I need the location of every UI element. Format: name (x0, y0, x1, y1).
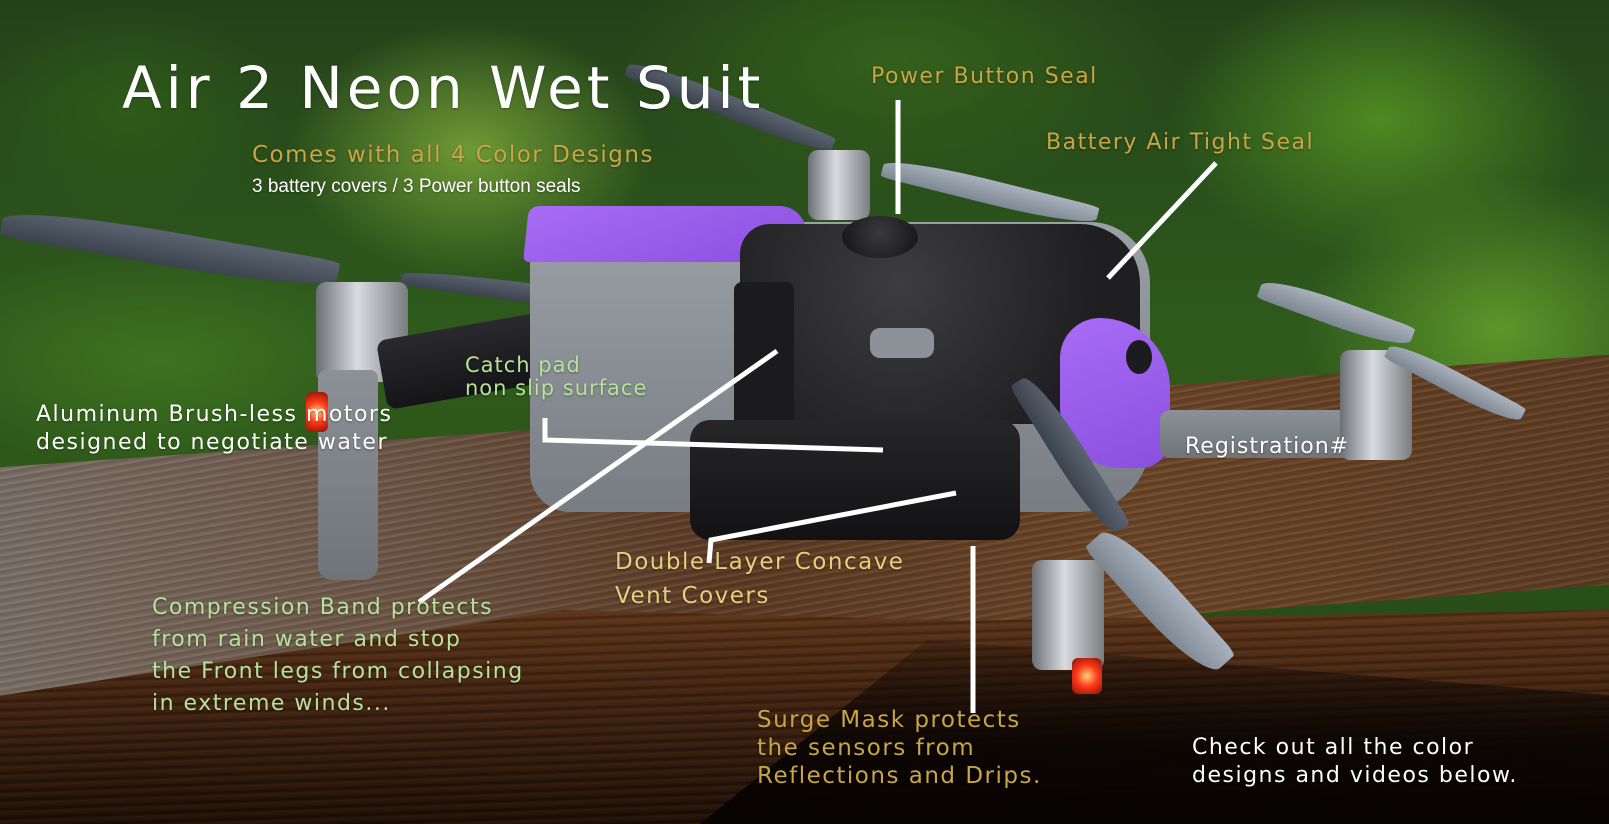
compression-band (734, 282, 794, 442)
subtitle: Comes with all 4 Color Designs (252, 142, 654, 168)
label-motors: Aluminum Brush-less motors designed to n… (36, 402, 393, 455)
vent-slot (870, 328, 934, 358)
footer-cta: Check out all the color designs and vide… (1192, 735, 1518, 788)
rear-propeller-right (880, 153, 1100, 231)
subnote: 3 battery covers / 3 Power button seals (252, 176, 581, 197)
rear-led-right (1072, 658, 1102, 694)
drone-underside (690, 420, 1020, 540)
front-leg-left (318, 370, 378, 580)
rear-motor-left (808, 150, 870, 220)
front-propeller-right (1256, 273, 1416, 353)
front-propeller-left (0, 202, 341, 296)
power-button-seal (842, 216, 918, 258)
label-compression-band: Compression Band protects from rain wate… (152, 595, 524, 716)
front-sensor (1126, 340, 1152, 374)
label-registration: Registration# (1185, 434, 1350, 459)
front-motor-right (1340, 350, 1412, 460)
label-battery-seal: Battery Air Tight Seal (1046, 130, 1315, 155)
rear-motor-right (1032, 560, 1104, 670)
label-power-button-seal: Power Button Seal (871, 64, 1098, 89)
page-title: Air 2 Neon Wet Suit (122, 54, 765, 122)
front-led-left (306, 392, 328, 432)
label-surge-mask: Surge Mask protects the sensors from Ref… (757, 707, 1042, 789)
rear-propeller-lower (1084, 520, 1236, 682)
label-catch-pad: Catch pad non slip surface (465, 353, 648, 400)
label-vent-covers: Double Layer Concave Vent Covers (615, 549, 905, 609)
